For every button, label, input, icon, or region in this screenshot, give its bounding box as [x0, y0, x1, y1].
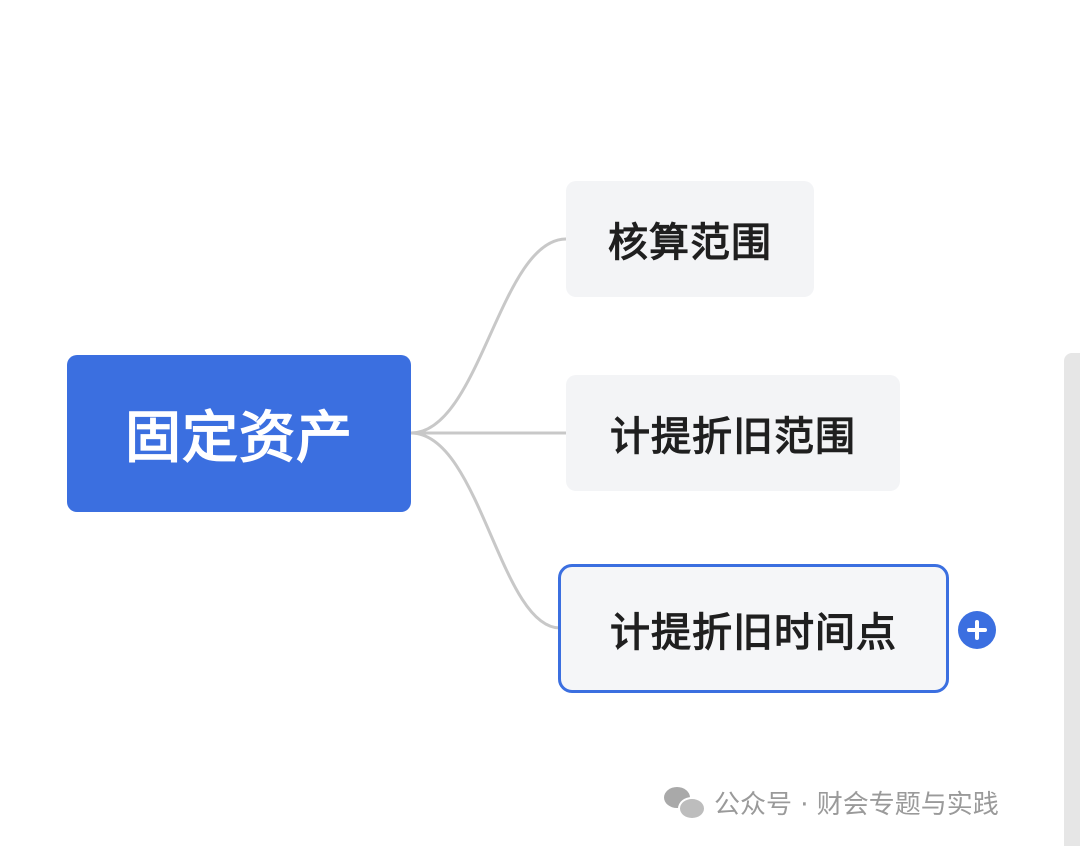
root-node-label: 固定资产 — [125, 406, 353, 471]
child-node-label: 计提折旧时间点 — [610, 609, 897, 656]
vertical-scrollbar[interactable] — [1064, 353, 1080, 846]
watermark-text: 公众号 · 财会专题与实践 — [714, 789, 999, 820]
root-node[interactable]: 固定资产 — [67, 355, 411, 512]
wechat-icon — [664, 785, 706, 820]
child-node-accounting-scope[interactable]: 核算范围 — [566, 181, 814, 297]
child-node-depreciation-scope[interactable]: 计提折旧范围 — [566, 375, 900, 491]
child-node-label: 核算范围 — [608, 220, 772, 266]
child-node-depreciation-timing[interactable]: 计提折旧时间点 — [558, 564, 949, 693]
connector-to-child-3 — [410, 431, 561, 630]
child-node-label: 计提折旧范围 — [610, 414, 856, 460]
connector-to-child-1 — [410, 237, 567, 435]
watermark: 公众号 · 财会专题与实践 — [664, 782, 999, 822]
add-child-button[interactable] — [958, 611, 996, 649]
